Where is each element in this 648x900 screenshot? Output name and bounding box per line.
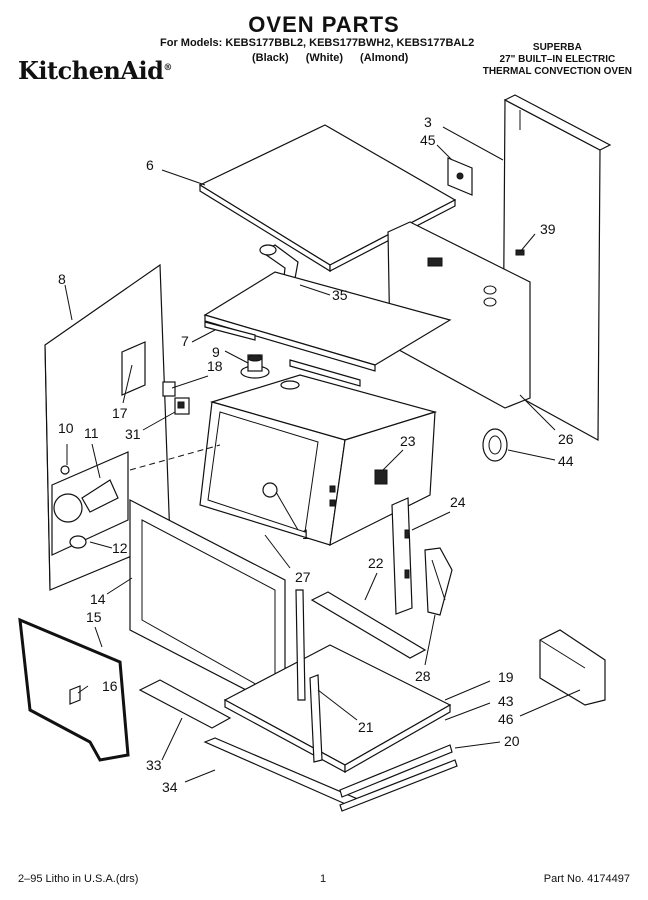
model-numbers: For Models: KEBS177BBL2, KEBS177BWH2, KE…: [160, 37, 475, 49]
oven-cavity: [199, 374, 438, 547]
callout-22: 22: [368, 555, 384, 571]
part-22-support-rail: [310, 591, 427, 659]
callout-3: 3: [424, 114, 432, 130]
callout-8: 8: [58, 271, 66, 287]
part-44-gasket-ring: [482, 428, 508, 462]
part-9-grommet: [240, 354, 270, 379]
callout-31: 31: [125, 426, 141, 442]
callout-12: 12: [112, 540, 128, 556]
callout-17: 17: [112, 405, 128, 421]
product-line-2: 27" BUILT–IN ELECTRIC: [499, 54, 616, 65]
callout-44: 44: [558, 453, 574, 469]
callout-26: 26: [558, 431, 574, 447]
callout-34: 34: [162, 779, 178, 795]
brand-registered-mark: ®: [163, 63, 172, 73]
callout-35: 35: [332, 287, 348, 303]
part-10-11-lamp-socket: [51, 451, 129, 556]
page-number: 1: [320, 873, 327, 885]
callout-43: 43: [498, 693, 514, 709]
callout-19: 19: [498, 669, 514, 685]
callout-15: 15: [86, 609, 102, 625]
part-28-hinge: [424, 547, 453, 616]
callout-9: 9: [212, 344, 220, 360]
part-33-vent-strip: [138, 679, 232, 729]
callout-45: 45: [420, 132, 436, 148]
part-46-mounting-bracket: [539, 629, 606, 706]
product-line-3: THERMAL CONVECTION OVEN: [482, 66, 632, 77]
product-line-1: SUPERBA: [532, 42, 582, 53]
part-45-bracket: [447, 157, 473, 196]
callout-labels: 6 3 45 39 35 7 8 9 18 17 31 10 11 23 26 …: [58, 114, 574, 795]
brand-name: KitchenAid: [18, 56, 164, 85]
product-description: SUPERBA 27" BUILT–IN ELECTRIC THERMAL CO…: [483, 42, 632, 78]
callout-6: 6: [146, 157, 154, 173]
leader-lines: [64, 126, 581, 783]
part-15-door-gasket: [18, 617, 130, 762]
part-21-trim-strip: [295, 589, 323, 763]
callout-28: 28: [415, 668, 431, 684]
assembly-line: [129, 444, 221, 471]
page-title: OVEN PARTS: [248, 12, 400, 37]
part-14-door-frame: [129, 499, 286, 711]
model-colors: (Black) (White) (Almond): [252, 52, 409, 64]
callout-33: 33: [146, 757, 162, 773]
callout-39: 39: [540, 221, 556, 237]
part-7-top-plate: [203, 271, 452, 387]
callout-23: 23: [400, 433, 416, 449]
callout-46: 46: [498, 711, 514, 727]
callout-10: 10: [58, 420, 74, 436]
callout-7: 7: [181, 333, 189, 349]
callout-21: 21: [358, 719, 374, 735]
callout-27: 27: [295, 569, 311, 585]
part-24-latch-plate: [391, 497, 413, 615]
part-number: Part No. 4174497: [543, 873, 630, 885]
brand-logo: KitchenAid®: [18, 56, 172, 85]
callout-16: 16: [102, 678, 118, 694]
callout-1: 1: [302, 526, 310, 542]
callout-20: 20: [504, 733, 520, 749]
callout-14: 14: [90, 591, 106, 607]
callout-18: 18: [207, 358, 223, 374]
callout-11: 11: [84, 425, 99, 441]
print-info: 2–95 Litho in U.S.A.(drs): [18, 873, 139, 885]
part-39-clip: [515, 249, 525, 256]
callout-24: 24: [450, 494, 466, 510]
part-34-base-trim: [203, 737, 458, 812]
